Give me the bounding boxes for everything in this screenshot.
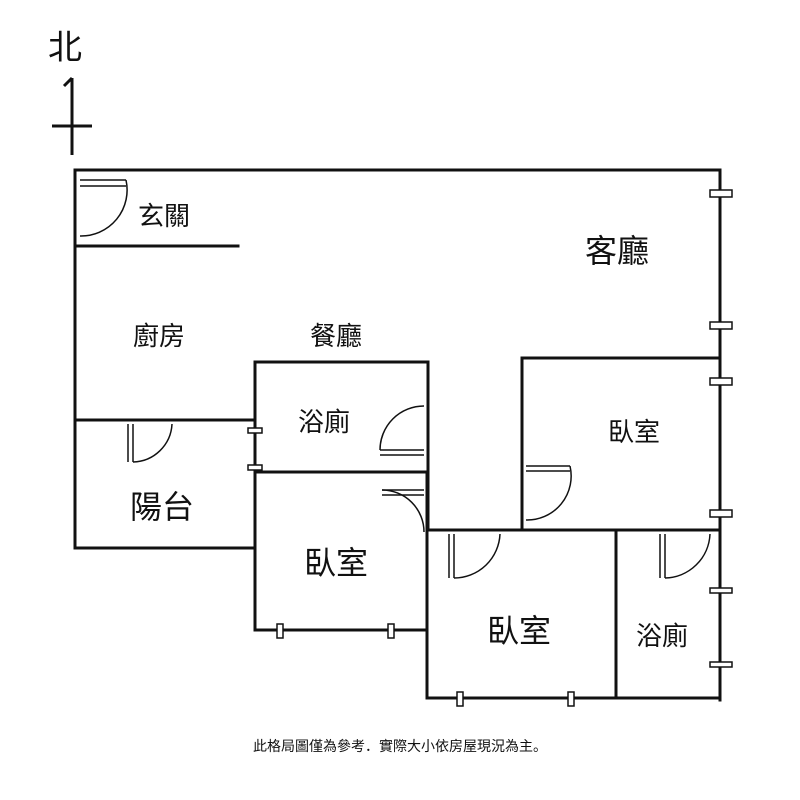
balcony-door-icon — [127, 423, 173, 463]
interior-walls — [73, 244, 722, 700]
doors — [79, 179, 711, 579]
bathroom-2-door-icon — [659, 533, 711, 579]
bedroom-right-door-icon — [525, 465, 572, 521]
bedroom-2-door-icon — [448, 533, 501, 579]
room-label-bedroom-middle: 臥室 — [304, 544, 369, 582]
room-label-bathroom-1: 浴廁 — [298, 408, 351, 438]
room-label-bedroom-bottom: 臥室 — [487, 612, 552, 650]
room-label-balcony: 陽台 — [130, 488, 195, 526]
windows — [247, 189, 733, 707]
north-arrow-icon — [52, 76, 92, 155]
entrance-door-icon — [79, 179, 128, 237]
room-label-bathroom-2: 浴廁 — [636, 622, 689, 652]
room-label-living-room: 客廳 — [585, 232, 650, 270]
disclaimer-text: 此格局圖僅為參考．實際大小依房屋現況為主。 — [253, 739, 547, 755]
bathroom-1-door-icon — [379, 405, 425, 456]
room-label-entrance: 玄關 — [138, 202, 191, 232]
room-label-bedroom-right: 臥室 — [608, 418, 661, 448]
room-label-dining-room: 餐廳 — [310, 322, 363, 352]
north-label: 北 — [48, 28, 82, 68]
room-label-kitchen: 廚房 — [133, 322, 186, 352]
bedroom-1-door-icon — [381, 489, 425, 533]
